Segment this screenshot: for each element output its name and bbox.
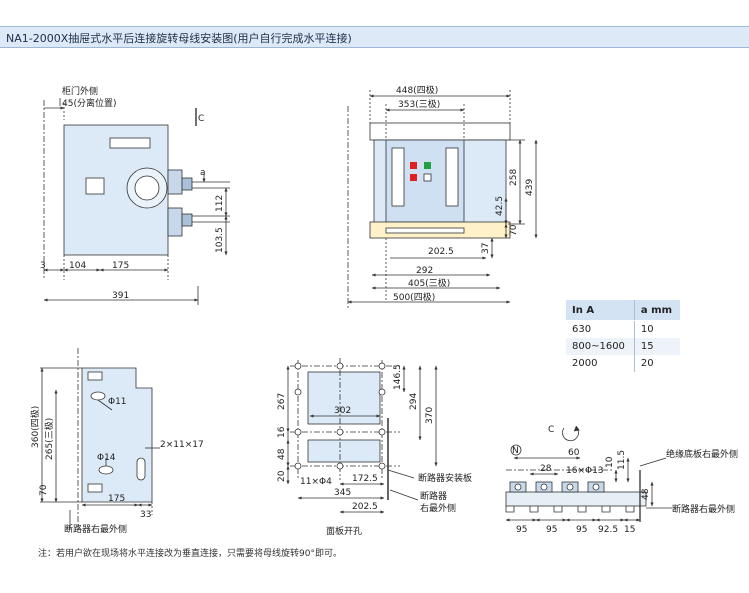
rating-header-a: a mm [633, 300, 680, 321]
dim-42-5: 42.5 [495, 196, 505, 216]
dim-95-b: 95 [546, 525, 557, 535]
breaker-label: 断路器 [420, 490, 447, 502]
rating-cell: 20 [633, 355, 680, 372]
side-view [43, 98, 230, 305]
rating-cell: 10 [633, 320, 680, 338]
door-offset-label: 45(分离位置) [62, 97, 116, 109]
rating-header-current: In A [566, 300, 635, 321]
dim-phi14: Φ14 [97, 453, 116, 463]
dim-439: 439 [525, 179, 535, 196]
table-row: 2000 20 [566, 355, 680, 372]
front-view [347, 90, 538, 310]
dim-busbar-holes: 16×Φ13 [566, 466, 604, 476]
busbar-view [505, 425, 672, 522]
dim-70: 70 [509, 224, 519, 236]
base-view-labels: Φ11 Φ14 2×11×17 360(四极) 265(三极) 70 175 3… [29, 397, 204, 535]
panel-view-labels: 267 302 16 48 20 146.5 294 370 11×Φ4 172… [277, 364, 472, 537]
dim-448: 448(四极) [396, 84, 438, 96]
view-marker-c: C [198, 114, 204, 124]
panel-cutout-label: 面板开孔 [326, 525, 362, 537]
rating-cell: 630 [566, 320, 635, 338]
dim-353: 353(三极) [398, 98, 440, 110]
dim-hole-pattern: 11×Φ4 [300, 477, 332, 487]
diagram-title: NA1-2000X抽屉式水平后连接旋转母线安装图(用户自行完成水平连接) [6, 32, 352, 45]
base-outer-label: 断路器右最外侧 [64, 523, 127, 535]
dim-103-5: 103.5 [215, 227, 225, 253]
dim-60: 60 [568, 448, 580, 458]
dim-267: 267 [277, 393, 287, 410]
dim-37: 37 [481, 243, 491, 254]
dim-base-175: 175 [108, 494, 125, 504]
dim-175: 175 [112, 261, 129, 271]
busbar-outer-label: 断路器右最外侧 [672, 503, 735, 515]
dim-95-c: 95 [576, 525, 587, 535]
panel-view [286, 358, 438, 514]
dim-slot: 2×11×17 [160, 440, 204, 450]
dim-265: 265(三极) [43, 418, 55, 460]
front-view-labels: 448(四极) 353(三极) 258 439 42.5 70 37 202.5… [393, 84, 535, 303]
dim-360: 360(四极) [29, 406, 41, 448]
dim-base-70: 70 [39, 484, 49, 496]
dim-258: 258 [509, 169, 519, 186]
base-view [40, 348, 160, 530]
dim-294: 294 [409, 393, 419, 410]
dim-345: 345 [334, 488, 351, 498]
dim-391: 391 [112, 291, 129, 301]
dim-500: 500(四极) [393, 291, 435, 303]
busbar-view-marker: C [548, 425, 554, 435]
dim-172-5: 172.5 [352, 474, 378, 484]
dim-10: 10 [605, 456, 615, 468]
dim-16: 16 [277, 426, 287, 438]
dim-370: 370 [425, 407, 435, 424]
dim-104: 104 [69, 261, 86, 271]
dim-33: 33 [140, 510, 151, 520]
dim-28: 28 [540, 464, 552, 474]
table-row: 630 10 [566, 320, 680, 338]
rating-cell: 2000 [566, 355, 635, 372]
dim-405: 405(三极) [408, 277, 450, 289]
rating-table-header: In A a mm [566, 300, 680, 321]
rating-cell: 15 [633, 338, 680, 355]
panel-outer-label: 右最外侧 [420, 502, 456, 514]
dim-panel-202-5: 202.5 [352, 502, 378, 512]
dim-112: 112 [215, 195, 225, 212]
dim-panel-48: 48 [277, 448, 287, 460]
side-view-labels: 柜门外侧 45(分离位置) C a 112 103.5 3 104 175 39… [40, 85, 225, 301]
dim-a: a [200, 168, 206, 178]
rating-table: In A a mm 630 10 800~1600 15 2000 20 [566, 300, 680, 372]
busbar-view-labels: C N 60 28 16×Φ13 10 11.5 48 95 95 95 92.… [512, 425, 738, 535]
dim-302: 302 [334, 406, 351, 416]
footnote: 注：若用户欲在现场将水平连接改为垂直连接，只需要将母线旋转90°即可。 [38, 549, 342, 559]
dim-92-5: 92.5 [598, 525, 618, 535]
table-row: 800~1600 15 [566, 338, 680, 355]
dim-phi11: Φ11 [108, 397, 127, 407]
title-bar: NA1-2000X抽屉式水平后连接旋转母线安装图(用户自行完成水平连接) [0, 26, 749, 48]
insulation-base-label: 绝缘底板右最外侧 [666, 448, 738, 460]
dim-busbar-48: 48 [641, 488, 651, 500]
rating-cell: 800~1600 [566, 338, 635, 355]
dim-202-5: 202.5 [428, 247, 454, 257]
dim-146-5: 146.5 [393, 364, 403, 390]
dim-20: 20 [277, 470, 287, 482]
dim-3: 3 [40, 261, 46, 271]
dim-15: 15 [624, 525, 635, 535]
neutral-marker: N [512, 446, 519, 456]
door-label: 柜门外侧 [62, 85, 98, 97]
dim-292: 292 [416, 266, 433, 276]
dim-95-a: 95 [516, 525, 527, 535]
dim-11-5: 11.5 [617, 450, 627, 470]
mounting-plate-label: 断路器安装板 [418, 472, 472, 484]
